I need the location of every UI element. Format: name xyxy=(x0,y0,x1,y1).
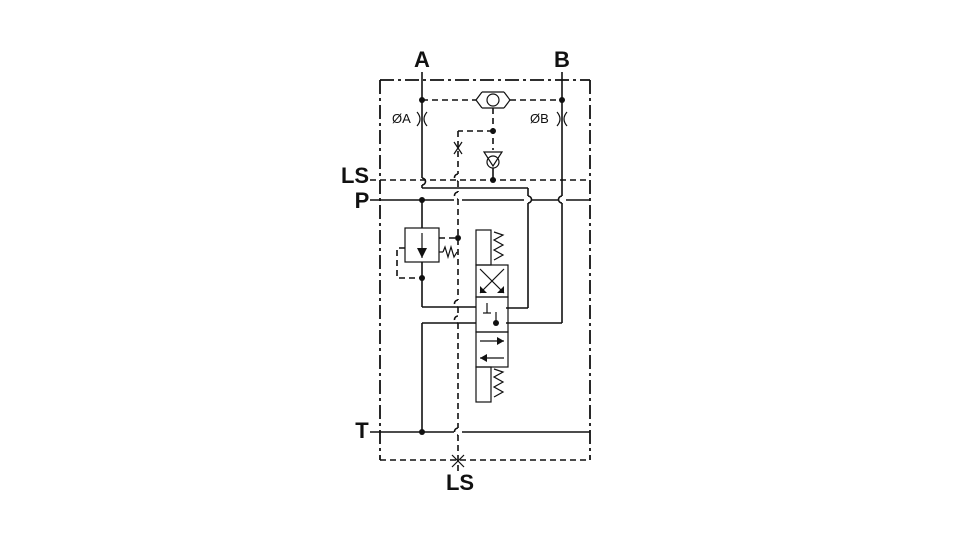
port-b-label: B xyxy=(554,47,570,72)
line-port-a xyxy=(421,72,533,309)
port-ls-label: LS xyxy=(341,163,369,188)
orifice-a-label: ØA xyxy=(392,111,411,126)
pressure-compensator-symbol xyxy=(396,227,476,308)
ls-signal-line xyxy=(451,108,496,472)
orifice-b-label: ØB xyxy=(530,111,549,126)
line-port-t xyxy=(370,322,590,435)
directional-control-valve-symbol xyxy=(475,229,509,403)
line-port-b xyxy=(506,72,563,324)
check-valve-symbol xyxy=(482,151,504,183)
shuttle-valve-symbol xyxy=(419,91,565,109)
port-p-label: P xyxy=(355,188,370,213)
port-t-label: T xyxy=(355,418,369,443)
orifice-b-symbol xyxy=(556,111,568,127)
line-port-p xyxy=(370,197,590,228)
port-a-label: A xyxy=(414,47,430,72)
valve-housing-outline xyxy=(379,79,591,461)
port-ls-bottom-label: LS xyxy=(446,470,474,495)
orifice-a-symbol xyxy=(416,111,428,127)
